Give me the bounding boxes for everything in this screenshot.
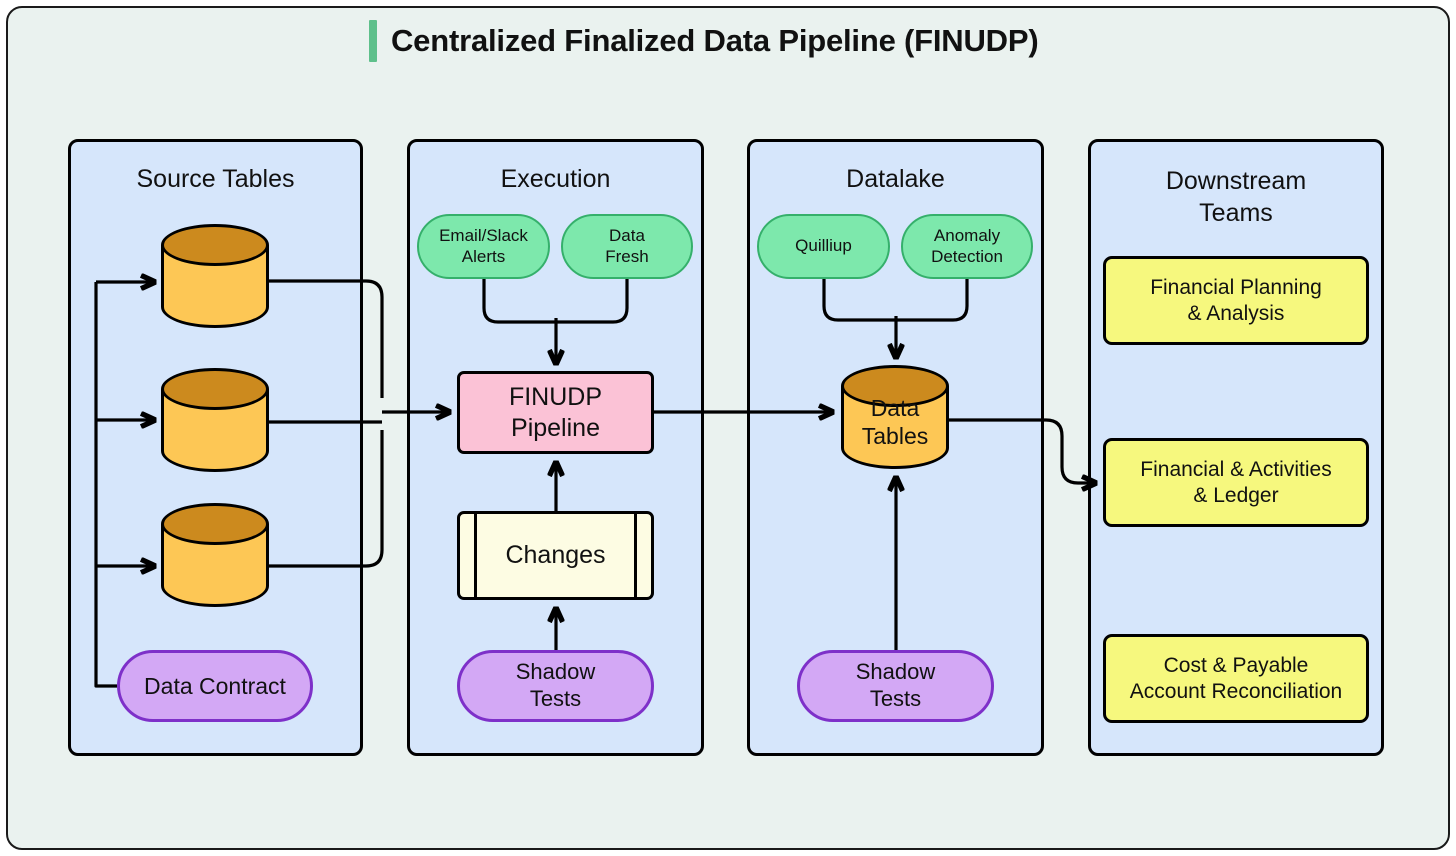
email-slack-alerts[interactable]: Email/Slack Alerts xyxy=(417,214,550,279)
title-accent-bar xyxy=(369,20,377,62)
source-table-2-label xyxy=(161,398,269,454)
cylinder-top xyxy=(841,365,949,407)
cluster-execution-title: Execution xyxy=(500,165,611,193)
cylinder-top xyxy=(161,368,269,410)
quilliup[interactable]: Quilliup xyxy=(757,214,890,279)
shadow-tests-execution[interactable]: Shadow Tests xyxy=(457,650,654,722)
page-title-text: Centralized Finalized Data Pipeline (FIN… xyxy=(391,23,1039,58)
data-tables-label: Data Tables xyxy=(861,395,929,449)
data-contract[interactable]: Data Contract xyxy=(117,650,313,722)
changes[interactable]: Changes xyxy=(457,511,654,600)
financial-planning-analysis[interactable]: Financial Planning & Analysis xyxy=(1103,256,1369,345)
data-tables[interactable]: Data Tables xyxy=(841,365,949,469)
subroutine-bar-left xyxy=(474,514,477,597)
source-table-1-label xyxy=(161,254,269,310)
cylinder-top xyxy=(161,224,269,266)
source-table-3[interactable] xyxy=(161,503,269,607)
source-table-2[interactable] xyxy=(161,368,269,472)
source-table-3-label xyxy=(161,533,269,589)
changes-label: Changes xyxy=(505,541,606,570)
financial-activities-ledger[interactable]: Financial & Activities & Ledger xyxy=(1103,438,1369,527)
cylinder-top xyxy=(161,503,269,545)
subroutine-bar-right xyxy=(634,514,637,597)
anomaly-detection[interactable]: Anomaly Detection xyxy=(901,214,1033,279)
cost-payable-reconciliation[interactable]: Cost & Payable Account Reconciliation xyxy=(1103,634,1369,723)
source-table-1[interactable] xyxy=(161,224,269,328)
cluster-downstream-teams-title: Downstream Teams xyxy=(1165,167,1307,227)
page-title: Centralized Finalized Data Pipeline (FIN… xyxy=(369,18,1039,64)
shadow-tests-datalake[interactable]: Shadow Tests xyxy=(797,650,994,722)
cluster-source-tables-title: Source Tables xyxy=(136,165,295,193)
finudp-pipeline[interactable]: FINUDP Pipeline xyxy=(457,371,654,454)
cluster-datalake-title: Datalake xyxy=(846,165,945,193)
data-fresh[interactable]: Data Fresh xyxy=(561,214,693,279)
